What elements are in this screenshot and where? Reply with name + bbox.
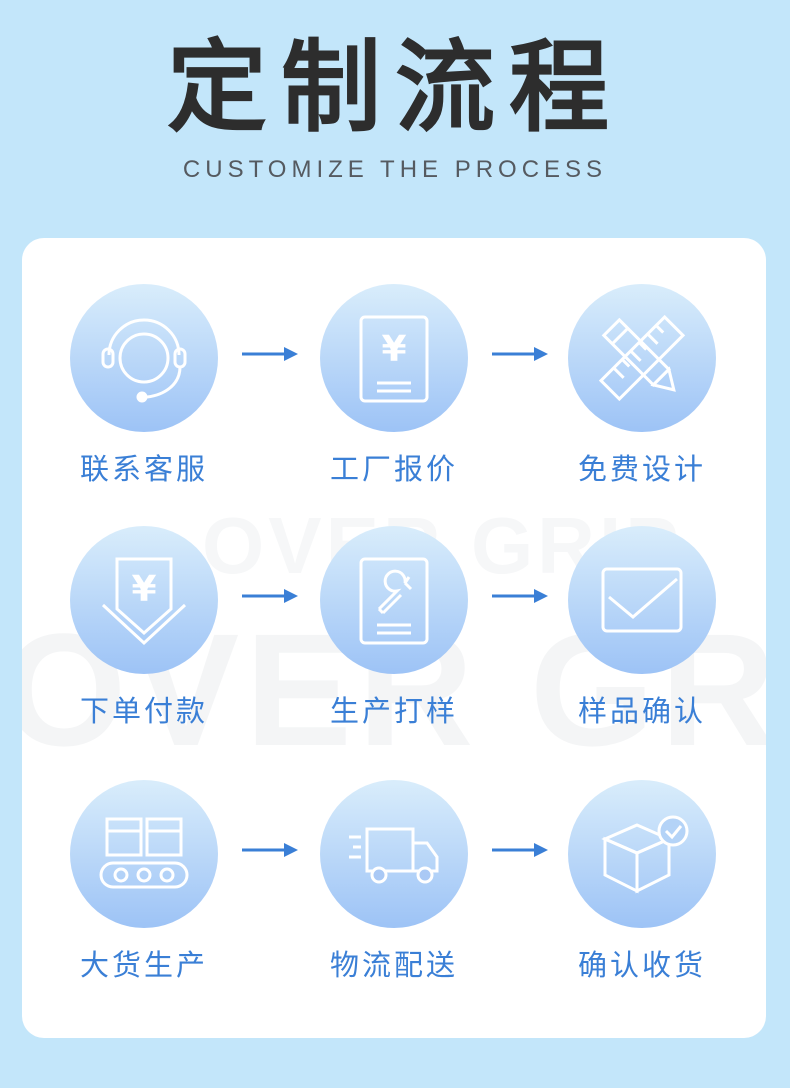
- step-production-sample: 生产打样: [314, 526, 474, 728]
- step-label: 物流配送: [329, 948, 458, 982]
- envelope-icon: [601, 567, 683, 633]
- step-circle: [320, 780, 468, 928]
- step-sample-confirm: 样品确认: [562, 526, 722, 728]
- step-label: 联系客服: [79, 452, 208, 486]
- step-circle: [70, 284, 218, 432]
- delivery-truck-icon: [349, 827, 439, 884]
- arrow-2: [492, 346, 548, 362]
- step-label: 生产打样: [329, 694, 458, 728]
- step-order-payment: ¥ 下单付款: [64, 526, 224, 728]
- step-label: 样品确认: [577, 694, 706, 728]
- step-factory-quote: ¥ 工厂报价: [314, 284, 474, 486]
- step-label: 下单付款: [79, 694, 208, 728]
- page-subtitle: CUSTOMIZE THE PROCESS: [182, 156, 608, 183]
- step-label: 确认收货: [577, 948, 706, 982]
- wrench-document-icon: [359, 557, 429, 645]
- step-circle: [320, 526, 468, 674]
- arrow-6: [492, 842, 548, 858]
- box-check-icon: [601, 815, 689, 894]
- yen-symbol: ¥: [131, 569, 156, 610]
- yen-envelope-icon: ¥: [101, 557, 187, 646]
- step-circle: ¥: [70, 526, 218, 674]
- pencil-ruler-icon: [598, 314, 686, 402]
- arrow-4: [492, 588, 548, 604]
- page-title: 定制流程: [167, 29, 623, 146]
- step-mass-production: 大货生产: [64, 780, 224, 982]
- step-label: 大货生产: [79, 948, 208, 982]
- step-confirm-receipt: 确认收货: [562, 780, 722, 982]
- headset-icon: [101, 318, 187, 403]
- step-free-design: 免费设计: [562, 284, 722, 486]
- step-circle: [568, 284, 716, 432]
- step-contact-service: 联系客服: [64, 284, 224, 486]
- step-circle: [568, 526, 716, 674]
- arrow-1: [242, 346, 298, 362]
- step-logistics: 物流配送: [314, 780, 474, 982]
- arrow-3: [242, 588, 298, 604]
- yen-symbol: ¥: [381, 329, 406, 370]
- conveyor-boxes-icon: [99, 817, 189, 889]
- step-circle: ¥: [320, 284, 468, 432]
- step-label: 工厂报价: [329, 452, 458, 486]
- process-card: OVER GRIP OVER GRIP 联系客服 ¥: [22, 238, 766, 1038]
- arrow-5: [242, 842, 298, 858]
- step-label: 免费设计: [577, 452, 706, 486]
- step-circle: [70, 780, 218, 928]
- step-circle: [568, 780, 716, 928]
- yen-document-icon: ¥: [359, 315, 429, 403]
